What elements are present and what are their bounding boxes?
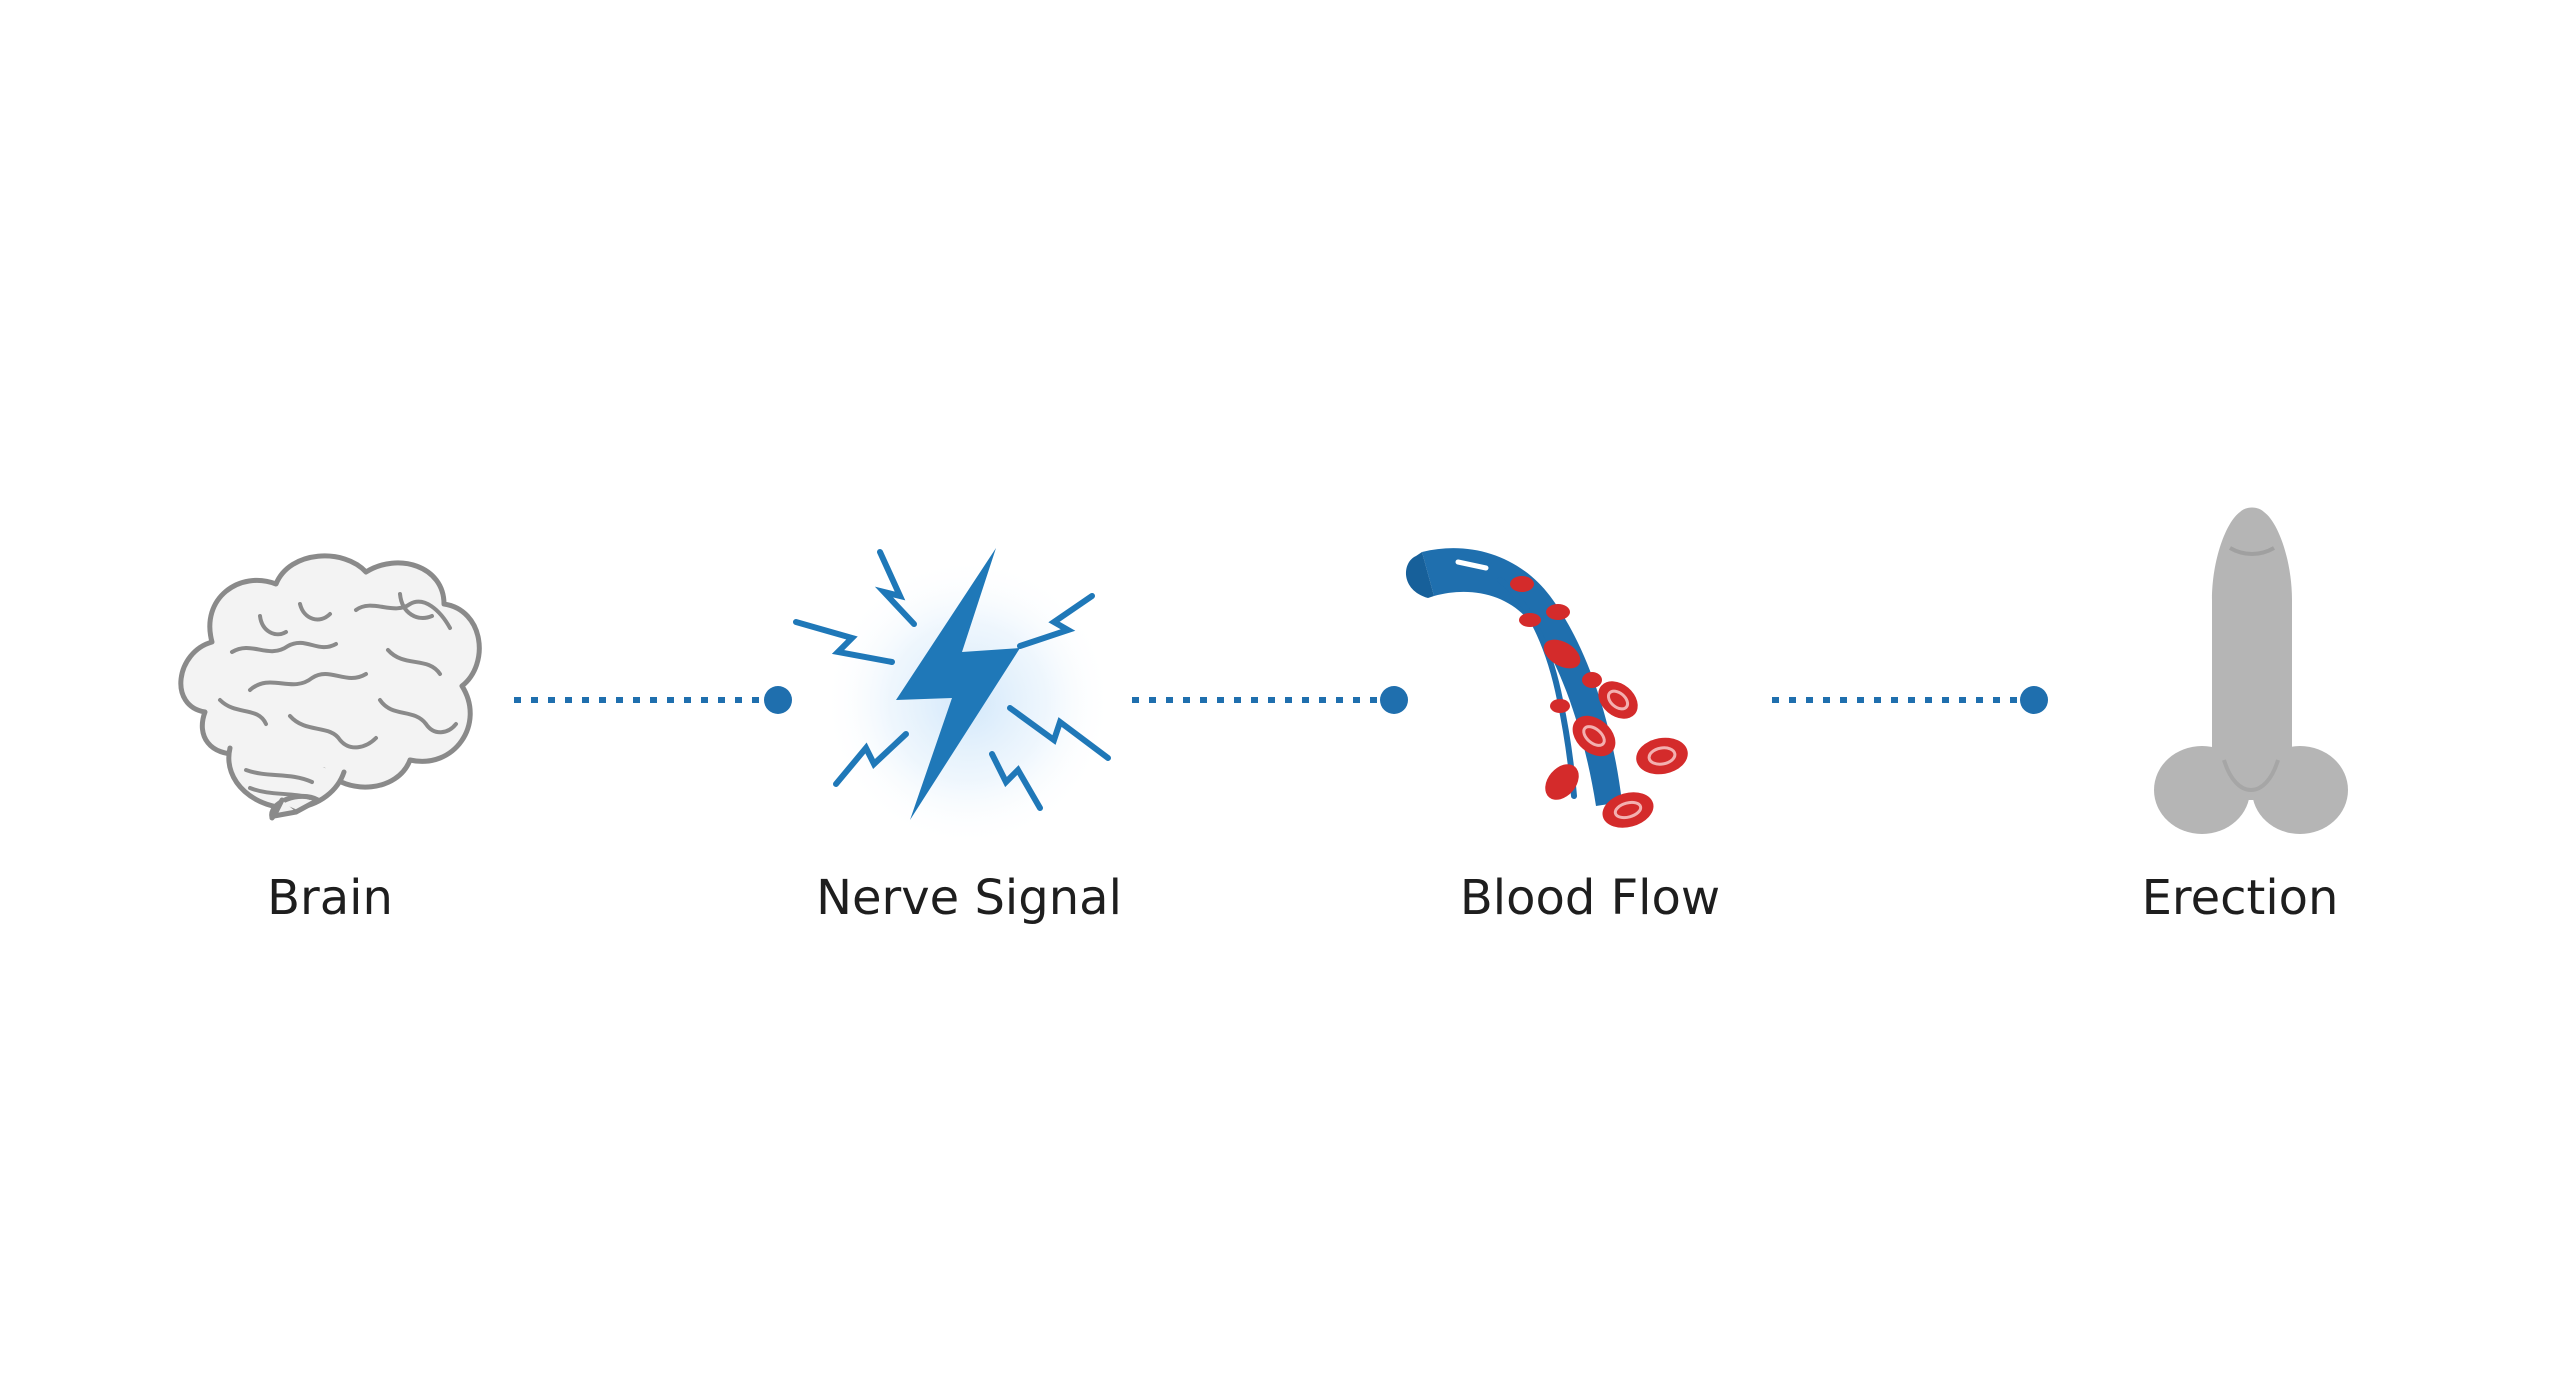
connector-2 <box>1132 686 1408 714</box>
connector-dot <box>1380 686 1408 714</box>
connector-1 <box>514 686 792 714</box>
penis-icon <box>2154 507 2348 834</box>
step-label-brain: Brain <box>267 870 393 926</box>
blood-vessel-icon <box>1406 548 1688 828</box>
lightning-bolt-icon <box>793 548 1113 847</box>
brain-icon <box>178 553 482 821</box>
connector-dot <box>764 686 792 714</box>
connector-3 <box>1772 686 2048 714</box>
connector-dot <box>2020 686 2048 714</box>
step-label-erection: Erection <box>2141 870 2339 926</box>
step-label-blood-flow: Blood Flow <box>1459 870 1721 926</box>
step-label-nerve-signal: Nerve Signal <box>816 870 1122 926</box>
